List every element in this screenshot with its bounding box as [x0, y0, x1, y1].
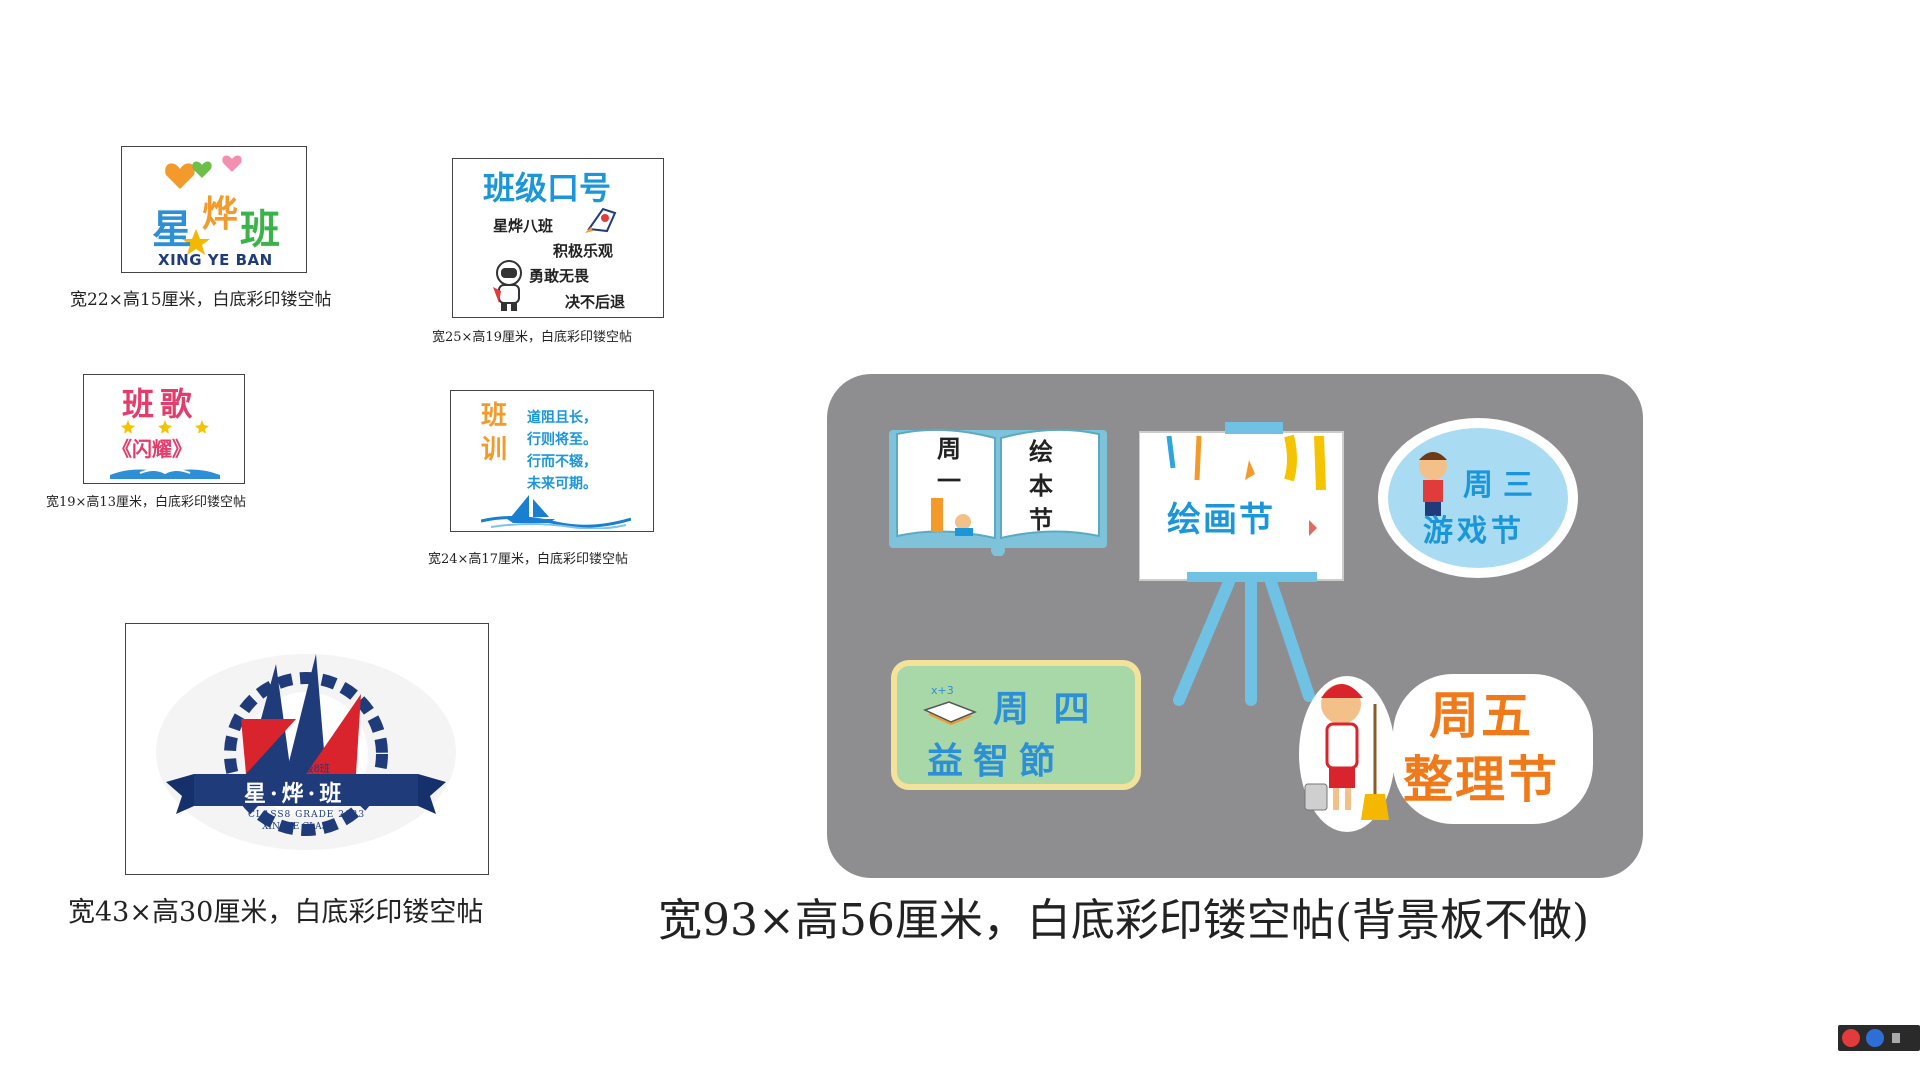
slogan-line-2: 积极乐观: [553, 242, 614, 260]
sailboat-icon: [481, 495, 631, 529]
background-board: 周 一 绘 本 节 绘画节: [827, 374, 1643, 878]
emblem-year: 2023级8班: [278, 764, 330, 775]
caption-card3: 宽19×高13厘米，白底彩印镂空帖: [46, 495, 246, 510]
friday-sign: 周五 整理节: [1297, 664, 1597, 834]
wed-line-2: 游戏节: [1423, 514, 1525, 549]
slogan-title: 班级口号: [483, 169, 612, 207]
emblem-bottom-text: XINGYE CLASS: [262, 822, 334, 832]
mon-right-2: 本: [1029, 472, 1053, 500]
song-title: 班歌: [122, 385, 199, 423]
class-song-card: 班歌 《闪耀》: [83, 374, 245, 484]
title-char-2: 烨: [202, 194, 239, 235]
caption-board: 宽93×高56厘米，白底彩印镂空帖(背景板不做): [658, 895, 1590, 946]
tuesday-easel: 绘画节: [1139, 420, 1349, 710]
emblem-graphic: [156, 654, 456, 850]
thu-line-1: 周 四: [993, 689, 1096, 730]
slogan-line-4: 决不后退: [565, 293, 626, 311]
monday-book: 周 一 绘 本 节: [887, 426, 1109, 556]
motto-line-1: 道阻且长，: [527, 410, 597, 426]
fri-line-1: 周五: [1429, 687, 1533, 745]
fri-line-2: 整理节: [1403, 751, 1559, 809]
title-char-3: 班: [240, 207, 280, 253]
class-motto-card: 班 训 道阻且长， 行则将至。 行而不辍， 未来可期。: [450, 390, 654, 532]
mon-left-2: 一: [937, 467, 961, 495]
book-wave-icon: [110, 469, 220, 479]
caption-card5: 宽43×高30厘米，白底彩印镂空帖: [68, 897, 484, 928]
system-tray: [1838, 1025, 1920, 1051]
logo-card-xingyeban: 星 烨 班 XING YE BAN: [121, 146, 307, 273]
math-book-icon: x+3: [922, 684, 978, 726]
cleaning-girl-icon: [1299, 676, 1395, 832]
motto-line-2: 行则将至。: [527, 432, 597, 448]
logo-subtitle: XING YE BAN: [158, 251, 273, 269]
caption-card1: 宽22×高15厘米，白底彩印镂空帖: [70, 290, 332, 310]
wed-line-1: 周三: [1463, 468, 1543, 503]
astronaut-icon: [493, 260, 522, 311]
motto-line-4: 未来可期。: [527, 476, 597, 492]
title-char-1: 星: [152, 207, 192, 253]
mon-right-3: 节: [1029, 506, 1053, 534]
class-emblem-card: 2023级8班 星·烨·班 CLASS8 GRADE 2023 XINGYE C…: [125, 623, 489, 875]
song-name: 《闪耀》: [112, 437, 192, 461]
mon-right-1: 绘: [1029, 438, 1053, 466]
stars-icon: [121, 420, 209, 433]
svg-text:x+3: x+3: [931, 684, 954, 697]
mon-left-1: 周: [937, 435, 961, 463]
help-icon[interactable]: [1866, 1029, 1884, 1047]
motto-char-1: 班: [481, 401, 508, 431]
rocket-icon: [585, 207, 617, 233]
caption-card2: 宽25×高19厘米，白底彩印镂空帖: [432, 330, 632, 345]
slogan-line-1: 星烨八班: [493, 217, 554, 235]
wednesday-badge: 周三 游戏节: [1375, 414, 1581, 582]
tray-expand-icon[interactable]: [1892, 1033, 1900, 1043]
cloud-badge-icon: [1378, 418, 1578, 578]
easel-icon: [1139, 422, 1344, 706]
hearts-icon: [165, 155, 242, 255]
friday-text-bg: [1393, 674, 1593, 824]
thursday-card: x+3 周 四 益智節: [891, 660, 1141, 790]
tue-label: 绘画节: [1167, 500, 1275, 540]
motto-line-3: 行而不辍，: [527, 454, 597, 470]
slogan-card: 班级口号 星烨八班 积极乐观 勇敢无畏 决不后退: [452, 158, 664, 318]
motto-char-2: 训: [481, 435, 508, 465]
thu-line-2: 益智節: [927, 741, 1066, 782]
sogou-icon[interactable]: [1842, 1029, 1860, 1047]
slogan-line-3: 勇敢无畏: [529, 267, 590, 285]
emblem-banner: 星·烨·班: [244, 781, 346, 807]
open-book-icon: [889, 428, 1107, 556]
caption-card4: 宽24×高17厘米，白底彩印镂空帖: [428, 552, 628, 567]
emblem-arc-text: CLASS8 GRADE 2023: [248, 810, 366, 820]
